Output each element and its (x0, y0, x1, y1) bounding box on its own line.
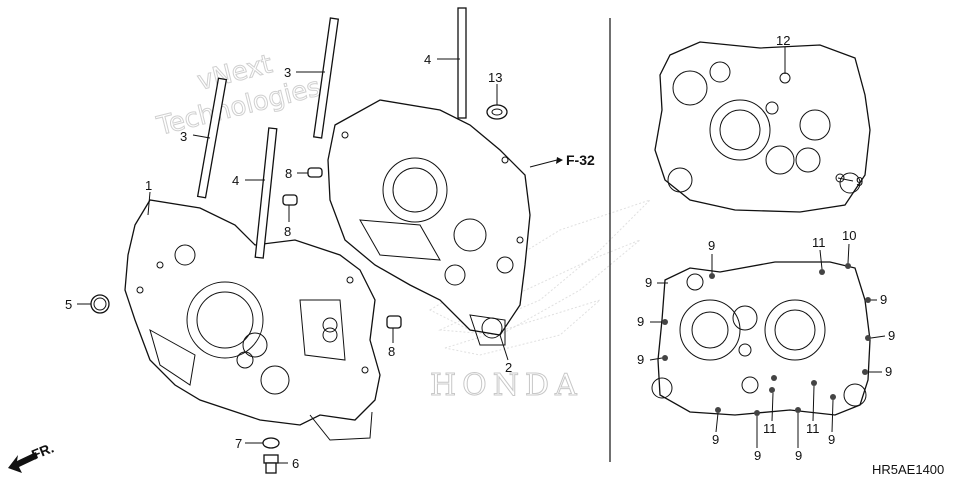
callout-9: 9 (754, 448, 761, 463)
callout-9: 9 (637, 352, 644, 367)
callout-9: 9 (712, 432, 719, 447)
callout-9: 9 (708, 238, 715, 253)
dowel-pin-8c (386, 315, 402, 329)
o-ring-5 (90, 294, 110, 314)
oil-seal-13 (486, 104, 508, 120)
callout-9: 9 (795, 448, 802, 463)
leader-lines-case-bottom (649, 243, 886, 448)
honda-brand-watermark: HONDA (430, 368, 583, 403)
stud-bolt-4a (254, 127, 278, 259)
ref-label-f32: F-32 (566, 152, 595, 168)
callout-8a: 8 (285, 166, 292, 181)
callout-9: 9 (637, 314, 644, 329)
callout-11: 11 (763, 421, 777, 436)
callout-11: 11 (806, 421, 820, 436)
callout-9: 9 (880, 292, 887, 307)
drain-bolt-6 (263, 454, 279, 474)
callout-4a: 4 (232, 173, 239, 188)
callout-9-top: 9 (856, 174, 863, 189)
callout-2: 2 (505, 360, 512, 375)
callout-8c: 8 (388, 344, 395, 359)
stud-bolt-3b (312, 17, 340, 139)
dowel-pin-8a (307, 167, 323, 178)
callout-6: 6 (292, 456, 299, 471)
leader-lines (77, 47, 854, 464)
front-direction-arrow (8, 452, 38, 473)
callout-9: 9 (828, 432, 835, 447)
dowel-pin-8b (282, 194, 298, 206)
callout-1: 1 (145, 178, 152, 193)
diagram-code: HR5AE1400 (872, 462, 944, 477)
case-view-top (654, 41, 871, 213)
callout-12: 12 (776, 33, 790, 48)
case-view-bottom (651, 261, 871, 416)
callouts: 1 2 3 3 4 4 5 6 7 8 8 8 13 F-32 12 9 9 1… (29, 33, 944, 477)
ref-arrow (556, 157, 563, 164)
callout-3a: 3 (180, 129, 187, 144)
callout-9: 9 (645, 275, 652, 290)
callout-7: 7 (235, 436, 242, 451)
callout-13: 13 (488, 70, 502, 85)
washer-7 (262, 437, 280, 449)
front-direction-label: FR. (29, 439, 56, 462)
callout-3b: 3 (284, 65, 291, 80)
callout-9: 9 (885, 364, 892, 379)
callout-11: 11 (812, 235, 826, 250)
callout-4b: 4 (424, 52, 431, 67)
stud-bolt-4b (457, 7, 467, 119)
callout-10: 10 (842, 228, 856, 243)
callout-8b: 8 (284, 224, 291, 239)
callout-9: 9 (888, 328, 895, 343)
callout-5: 5 (65, 297, 72, 312)
left-crankcase (124, 199, 381, 441)
right-crankcase (327, 99, 531, 346)
